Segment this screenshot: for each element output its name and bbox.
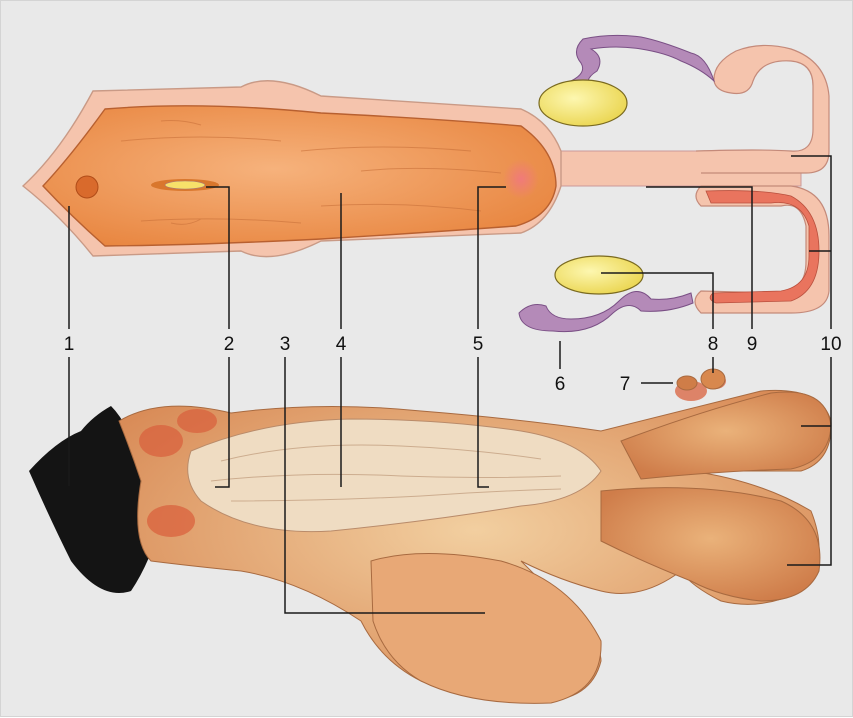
specimen-oviduct [677,376,697,390]
upper-ovary [539,80,627,126]
label-10: 10 [820,334,841,355]
number-labels: 1 2 3 4 5 6 7 8 9 10 [64,334,842,395]
label-7: 7 [620,374,631,395]
inner-lumen [43,106,556,246]
upper-uterine-horn [696,45,829,173]
right-horn-upper [621,392,831,479]
label-6: 6 [555,374,566,395]
lower-oviduct [519,291,693,331]
label-8: 8 [708,334,719,355]
label-1: 1 [64,334,75,355]
lower-horn-mucosa [706,191,819,303]
label-9: 9 [747,334,758,355]
cervix-os [503,159,539,199]
label-2: 2 [224,334,235,355]
label-4: 4 [336,334,347,355]
clitoris-fossa [76,176,98,198]
lower-ovary [555,256,643,294]
label-5: 5 [473,334,484,355]
schematic-drawing [23,35,829,331]
suburethral-diverticulum [165,181,205,189]
label-3: 3 [280,334,291,355]
specimen-photo [29,369,831,703]
